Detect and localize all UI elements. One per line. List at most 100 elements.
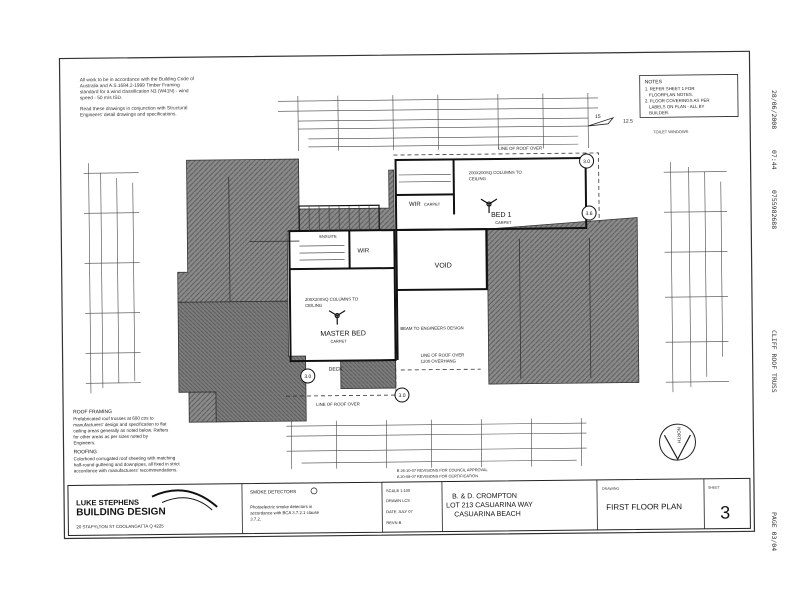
room-master-bed: MASTER BED — [320, 330, 366, 337]
north-arrow-icon: NORTH — [659, 423, 697, 461]
plan-annotations: 200X200SQ COLUMNS TO CEILING 200X200SQ C… — [305, 114, 633, 407]
svg-text:SHEET: SHEET — [708, 486, 721, 490]
svg-text:REVN B: REVN B — [386, 520, 401, 525]
svg-text:BUILDER.: BUILDER. — [649, 110, 669, 115]
title-block: LUKE STEPHENS BUILDING DESIGN 20 STAPYLT… — [67, 477, 751, 536]
svg-text:BEAM TO ENGINEERS DESIGN: BEAM TO ENGINEERS DESIGN — [400, 325, 463, 331]
svg-text:3.6: 3.6 — [586, 211, 593, 217]
lot-address: LOT 213 CASUARINA WAY — [446, 502, 533, 510]
svg-text:CEILING: CEILING — [305, 303, 323, 308]
room-wir: WIR — [357, 248, 369, 254]
svg-text:ROOF FRAMING: ROOF FRAMING — [73, 409, 112, 415]
svg-text:LABELS ON PLAN - ALL BY: LABELS ON PLAN - ALL BY — [649, 104, 705, 110]
svg-text:3.0: 3.0 — [398, 393, 405, 399]
revision-notes: B 26-10-07 REVISIONS FOR COUNCIL APPROVA… — [397, 467, 489, 479]
svg-text:12.5: 12.5 — [623, 119, 633, 125]
general-notes: All work to be in accordance with the Bu… — [80, 76, 195, 118]
wardrobe-shelving — [299, 174, 451, 261]
fan-icon — [328, 310, 346, 325]
svg-text:CEILING: CEILING — [469, 176, 487, 181]
svg-text:15: 15 — [595, 114, 601, 120]
svg-text:Prefabricated roof trusses at: Prefabricated roof trusses at 600 ctrs t… — [73, 416, 154, 422]
svg-text:FLOORPLAN NOTES.: FLOORPLAN NOTES. — [649, 92, 693, 97]
room-wir-top: WIR — [409, 202, 421, 208]
svg-text:3.7.2.: 3.7.2. — [250, 516, 261, 521]
section-markers: 3.0 3.6 3.0 3.0 — [300, 153, 597, 403]
svg-text:DATE JULY 07: DATE JULY 07 — [386, 509, 413, 514]
client-name: B. & D. CROMPTON — [452, 493, 517, 501]
smoke-title: SMOKE DETECTORS — [250, 489, 296, 494]
firm-name: LUKE STEPHENS — [76, 498, 139, 508]
svg-text:CLIFF ROOF TRUSS: CLIFF ROOF TRUSS — [770, 330, 778, 393]
svg-text:ROOFING: ROOFING — [74, 449, 98, 455]
svg-text:200X200SQ COLUMNS TO: 200X200SQ COLUMNS TO — [305, 296, 359, 302]
room-labels: WIR CARPET BED 1 CARPET WIR VOID MASTER … — [319, 202, 512, 373]
note-line: standard for a wind classification N3 (W… — [80, 88, 189, 95]
svg-text:for other areas as per sizes n: for other areas as per sizes noted by — [73, 434, 148, 440]
svg-text:07:44: 07:44 — [770, 150, 778, 170]
note-line: Australia and A.S.1684.2-1999 Timber Fra… — [80, 82, 180, 89]
note-line: Engineers' detail drawings and specifica… — [80, 111, 177, 118]
roof-framing-notes: ROOF FRAMING Prefabricated roof trusses … — [73, 409, 181, 473]
svg-text:SCALE 1:100: SCALE 1:100 — [386, 488, 411, 493]
room-wir-top-sub: CARPET — [424, 202, 441, 207]
suburb: CASUARINA BEACH — [454, 511, 521, 519]
svg-text:Colorbond corrugated roof shee: Colorbond corrugated roof sheeting with … — [74, 455, 176, 461]
firm-logo: LUKE STEPHENS BUILDING DESIGN 20 STAPYLT… — [76, 489, 218, 529]
svg-text:DRAWN LCS: DRAWN LCS — [386, 498, 410, 503]
smoke-detector-icon — [310, 487, 318, 495]
svg-text:2. FLOOR COVERINGS AS PER: 2. FLOOR COVERINGS AS PER — [645, 98, 710, 104]
svg-text:0755982688: 0755982688 — [770, 190, 778, 229]
svg-text:1200 OVERHANG: 1200 OVERHANG — [421, 358, 457, 363]
right-dimension-lines — [663, 162, 729, 393]
stair-treads — [308, 205, 370, 231]
svg-text:accordance with manufacturers': accordance with manufacturers' recommend… — [74, 467, 178, 473]
fax-header: 28/06/2008 07:44 0755982688 CLIFF ROOF T… — [770, 90, 778, 551]
note-line: All work to be in accordance with the Bu… — [80, 76, 195, 83]
svg-text:NOTES: NOTES — [645, 79, 663, 85]
room-bed1: BED 1 — [491, 212, 511, 219]
roof-pitch-arrow-icon — [588, 116, 615, 127]
svg-text:28/06/2008: 28/06/2008 — [770, 90, 778, 129]
note-line: speed - 50 m/s ISD. — [80, 95, 122, 101]
svg-text:Photoelectric smoke detectors: Photoelectric smoke detectors in — [250, 504, 313, 510]
svg-text:DRAWING: DRAWING — [602, 487, 619, 491]
note-line: Read these drawings in conjunction with … — [80, 105, 188, 112]
firm-subtitle: BUILDING DESIGN — [76, 506, 166, 518]
svg-text:accordance with BCA 3.7.2.1 cl: accordance with BCA 3.7.2.1 clause — [250, 510, 319, 516]
left-dimension-lines — [83, 163, 141, 394]
svg-text:PAGE 03/04: PAGE 03/04 — [770, 512, 778, 551]
floor-plan-walls — [288, 157, 588, 363]
svg-text:A 20-08-07 REVISIONS FOR CERTI: A 20-08-07 REVISIONS FOR CERTIFICATION — [397, 473, 478, 479]
svg-text:LINE OF ROOF OVER: LINE OF ROOF OVER — [498, 146, 542, 151]
room-master-sub: CARPET — [330, 339, 347, 344]
roof-over-dashed-lines — [285, 152, 600, 397]
svg-text:NORTH: NORTH — [676, 427, 681, 443]
svg-text:1. REFER SHEET 1 FOR: 1. REFER SHEET 1 FOR — [645, 86, 695, 92]
svg-text:3.0: 3.0 — [304, 374, 311, 380]
room-deck: DECK — [329, 367, 344, 373]
svg-text:Engineers.: Engineers. — [73, 440, 95, 445]
notes-box: NOTES 1. REFER SHEET 1 FOR FLOORPLAN NOT… — [639, 74, 739, 134]
svg-text:ceiling areas generally as not: ceiling areas generally as noted below. … — [73, 427, 169, 433]
top-dimension-lines — [277, 93, 599, 152]
svg-text:half-round guttering and downp: half-round guttering and downpipes, all … — [74, 461, 181, 467]
fan-icon — [480, 198, 498, 214]
firm-address: 20 STAPYLTON ST COOLANGATTA Q 4225 — [76, 523, 164, 529]
drawing-title: FIRST FLOOR PLAN — [606, 502, 682, 512]
sheet-number: 3 — [720, 503, 730, 523]
svg-text:3.0: 3.0 — [583, 159, 590, 165]
svg-text:TOILET WINDOWS: TOILET WINDOWS — [653, 129, 689, 134]
bottom-dimension-lines — [286, 418, 587, 470]
room-void: VOID — [435, 262, 452, 269]
svg-text:B 26-10-07 REVISIONS FOR COUNC: B 26-10-07 REVISIONS FOR COUNCIL APPROVA… — [397, 467, 489, 473]
lower-roof-areas — [177, 158, 640, 423]
svg-text:LINE OF ROOF OVER: LINE OF ROOF OVER — [421, 352, 465, 357]
svg-text:200X200SQ COLUMNS TO: 200X200SQ COLUMNS TO — [469, 170, 523, 176]
svg-text:LINE OF ROOF OVER: LINE OF ROOF OVER — [316, 401, 360, 406]
svg-text:manufacturers' design and spec: manufacturers' design and specification … — [73, 421, 167, 427]
room-bed1-sub: CARPET — [495, 220, 512, 225]
room-ensuite: ENSUITE — [319, 234, 337, 239]
